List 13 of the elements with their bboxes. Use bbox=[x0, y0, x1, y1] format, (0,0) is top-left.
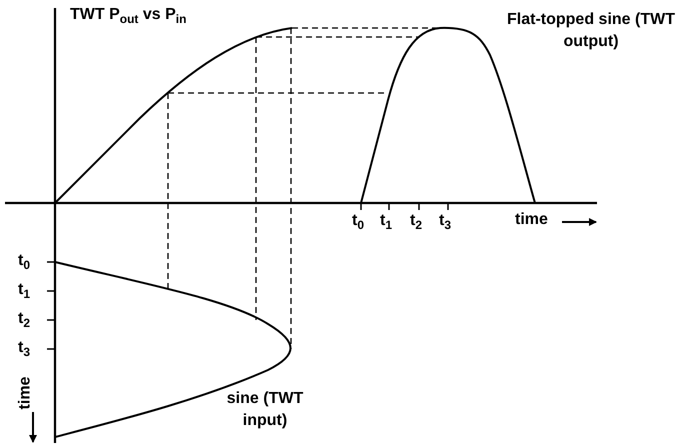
tick-label: t$_{2}$ bbox=[410, 212, 422, 230]
tick-label: t$_{1}$ bbox=[18, 281, 30, 299]
tick-label: t$_{0}$ bbox=[18, 252, 30, 270]
tick-label: t$_{0}$ bbox=[352, 212, 364, 230]
curve-label: Flat-topped sine (TWT output) bbox=[506, 10, 676, 52]
axis-label: time bbox=[16, 376, 34, 410]
curve-label: sine (TWT input) bbox=[226, 389, 304, 431]
tick-label: t$_{2}$ bbox=[18, 310, 30, 328]
axis-label: time bbox=[515, 211, 548, 229]
tick-label: t$_{1}$ bbox=[380, 212, 392, 230]
tick-label: t$_{3}$ bbox=[18, 339, 30, 357]
chart-title: TWT P$_{out}$ vs P$_{in}$ bbox=[70, 6, 186, 24]
tick-label: t$_{3}$ bbox=[439, 212, 452, 230]
